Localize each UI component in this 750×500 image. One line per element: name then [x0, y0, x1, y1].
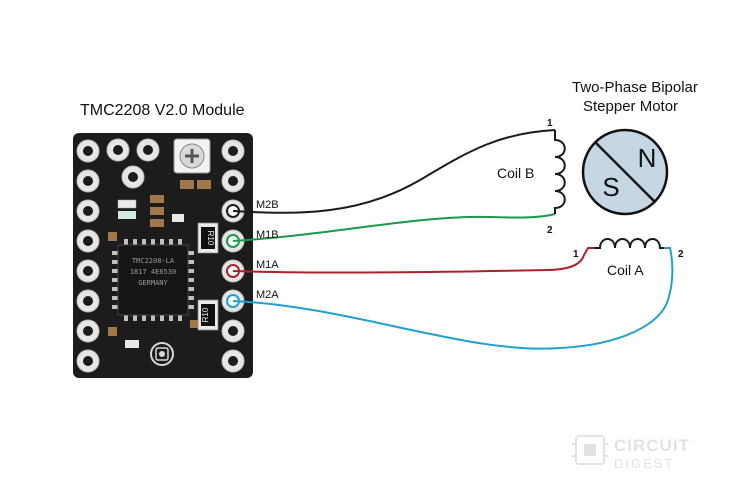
chip-pin	[142, 315, 146, 321]
board-logo-icon	[150, 342, 174, 366]
chip-line-3: GERMANY	[138, 279, 168, 287]
chip-pin	[124, 315, 128, 321]
coil-b-pin-1: 1	[547, 118, 553, 129]
left-pin-4-hole	[83, 236, 93, 246]
left-pin-7-hole	[83, 326, 93, 336]
watermark: CIRCUIT DIGEST	[572, 435, 690, 471]
wire-m1a	[232, 247, 594, 274]
motor-pole-s: S	[602, 172, 619, 202]
left-header-pins	[76, 139, 100, 373]
chip-pin	[112, 287, 118, 291]
coil-a: 1 2 Coil A	[573, 238, 684, 278]
wires	[232, 129, 674, 350]
right-pin-2-hole	[228, 176, 238, 186]
tmc2208-board: R10 R10 TMC2208-LA 1817 4E6530 GERMANY	[73, 133, 253, 378]
smd-components	[108, 180, 211, 348]
left-pin-5-hole	[83, 266, 93, 276]
resistor-1: R10	[197, 222, 219, 254]
chip-pin	[178, 239, 182, 245]
chip-pin	[124, 239, 128, 245]
coil-a-pin-1: 1	[573, 249, 579, 260]
chip-pin	[133, 315, 137, 321]
resistor-1-label: R10	[206, 231, 215, 246]
chip-pin	[160, 239, 164, 245]
left-pin-8-hole	[83, 356, 93, 366]
watermark-line-1: CIRCUIT	[614, 436, 690, 455]
chip-pin	[151, 315, 155, 321]
pin-label-m1a: M1A	[256, 259, 279, 271]
chip-pin	[188, 251, 194, 255]
right-pin-1-hole	[228, 146, 238, 156]
chip-pin	[188, 269, 194, 273]
module-title: TMC2208 V2.0 Module	[80, 102, 245, 119]
chip-pin	[178, 315, 182, 321]
chip-pin	[160, 315, 164, 321]
wire-m1b	[232, 213, 556, 242]
chip-pin	[188, 305, 194, 309]
chip-pin	[169, 315, 173, 321]
resistor-2: R10	[197, 299, 219, 331]
chip-pin	[112, 260, 118, 264]
motor-title-line-2: Stepper Motor	[583, 98, 678, 115]
resistor-2-label: R10	[201, 307, 210, 322]
chip-pin	[133, 239, 137, 245]
left-pin-3-hole	[83, 206, 93, 216]
left-pin-2-hole	[83, 176, 93, 186]
chip-pin	[188, 278, 194, 282]
chip-pin	[112, 278, 118, 282]
right-pin-8-hole	[228, 356, 238, 366]
watermark-line-2: DIGEST	[614, 456, 674, 471]
pin-label-m1b: M1B	[256, 229, 279, 241]
motor-symbol: N S	[581, 128, 669, 216]
driver-chip: TMC2208-LA 1817 4E6530 GERMANY	[112, 239, 194, 321]
chip-pin	[188, 296, 194, 300]
coil-b-pin-2: 2	[547, 225, 553, 236]
chip-pin	[151, 239, 155, 245]
coil-b-winding	[554, 130, 566, 214]
coil-b: 1 2 Coil B	[497, 118, 566, 236]
top-header-pins	[106, 138, 160, 189]
chip-pin	[142, 239, 146, 245]
chip-pin	[112, 269, 118, 273]
pin-label-m2b: M2B	[256, 199, 279, 211]
left-pin-6-hole	[83, 296, 93, 306]
chip-pin	[112, 305, 118, 309]
wire-m2a	[232, 247, 674, 350]
coil-a-label: Coil A	[607, 262, 644, 278]
potentiometer	[173, 138, 211, 174]
chip-pin	[188, 287, 194, 291]
motor-pole-n: N	[638, 143, 657, 173]
wire-m2b	[232, 129, 556, 214]
left-pin-1-hole	[83, 146, 93, 156]
chip-pin	[188, 260, 194, 264]
chip-logo-icon	[572, 435, 608, 465]
coil-a-winding	[594, 238, 664, 249]
chip-pin	[112, 296, 118, 300]
motor-title-line-1: Two-Phase Bipolar	[572, 79, 698, 96]
pin-label-m2a: M2A	[256, 289, 279, 301]
chip-pin	[169, 239, 173, 245]
chip-line-2: 1817 4E6530	[130, 268, 176, 276]
chip-line-1: TMC2208-LA	[132, 257, 175, 265]
coil-b-label: Coil B	[497, 165, 534, 181]
right-pin-7-hole	[228, 326, 238, 336]
coil-a-pin-2: 2	[678, 249, 684, 260]
motor-divider	[594, 141, 656, 203]
chip-pin	[112, 251, 118, 255]
